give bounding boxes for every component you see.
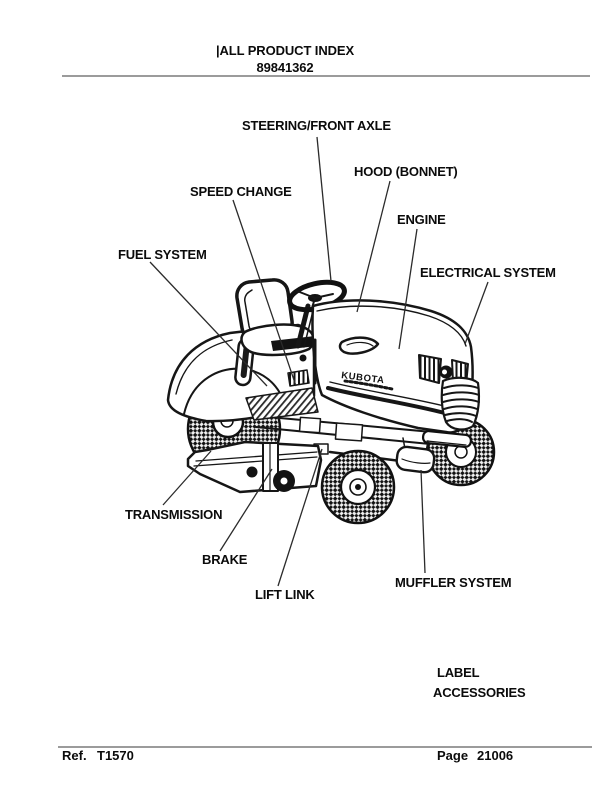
header-rule	[62, 75, 590, 77]
footer-page-label: Page	[437, 748, 469, 763]
footrest	[245, 354, 319, 421]
callout-label-transmission: TRANSMISSION	[125, 507, 223, 522]
leader-line-hood-bonnet	[356, 180, 391, 313]
page-header: |ALL PRODUCT INDEX 89841362	[0, 43, 570, 76]
leader-line-electrical-system	[464, 281, 489, 345]
callout-label-fuel-system: FUEL SYSTEM	[118, 247, 207, 262]
footer-ref-value: T1570	[97, 748, 134, 763]
callout-label-accessories: ACCESSORIES	[433, 685, 526, 700]
callout-label-electrical-system: ELECTRICAL SYSTEM	[420, 265, 556, 280]
header-part-number: 89841362	[256, 59, 314, 75]
callout-label-brake: BRAKE	[202, 552, 248, 567]
hood: KUBOTA	[311, 299, 474, 434]
hood-vent	[338, 336, 380, 355]
hood-stripe	[326, 386, 454, 417]
front-wheel-near	[320, 449, 396, 525]
callout-label-hood-bonnet: HOOD (BONNET)	[354, 164, 458, 179]
leader-line-muffler-system	[420, 469, 426, 574]
speed-change-slot	[287, 369, 310, 387]
callout-label-muffler-system: MUFFLER SYSTEM	[395, 575, 512, 590]
leader-line-brake	[219, 468, 273, 552]
leader-line-lift-link	[277, 448, 323, 587]
callout-label-engine: ENGINE	[397, 212, 446, 227]
leader-line-engine	[398, 228, 418, 350]
leader-lines	[149, 136, 489, 587]
leader-line-transmission	[162, 450, 212, 506]
footer-rule	[58, 746, 592, 748]
leader-line-speed-change	[232, 199, 297, 387]
grille	[440, 376, 481, 431]
callout-label-lift-link: LIFT LINK	[255, 587, 315, 602]
leader-line-fuel-system	[149, 261, 268, 387]
seat	[235, 278, 317, 357]
footer-ref-label: Ref.	[62, 748, 87, 763]
muffler	[395, 437, 436, 474]
mower-deck	[186, 440, 323, 494]
callout-label-steering-front-axle: STEERING/FRONT AXLE	[242, 118, 391, 133]
kubota-logo	[439, 365, 453, 379]
callout-label-speed-change: SPEED CHANGE	[190, 184, 292, 199]
footer-page-value: 21006	[477, 748, 514, 763]
callout-label-label: LABEL	[437, 665, 480, 680]
header-title: |ALL PRODUCT INDEX	[215, 43, 355, 58]
leader-line-steering-front-axle	[316, 136, 332, 282]
front-bumper	[421, 429, 473, 449]
